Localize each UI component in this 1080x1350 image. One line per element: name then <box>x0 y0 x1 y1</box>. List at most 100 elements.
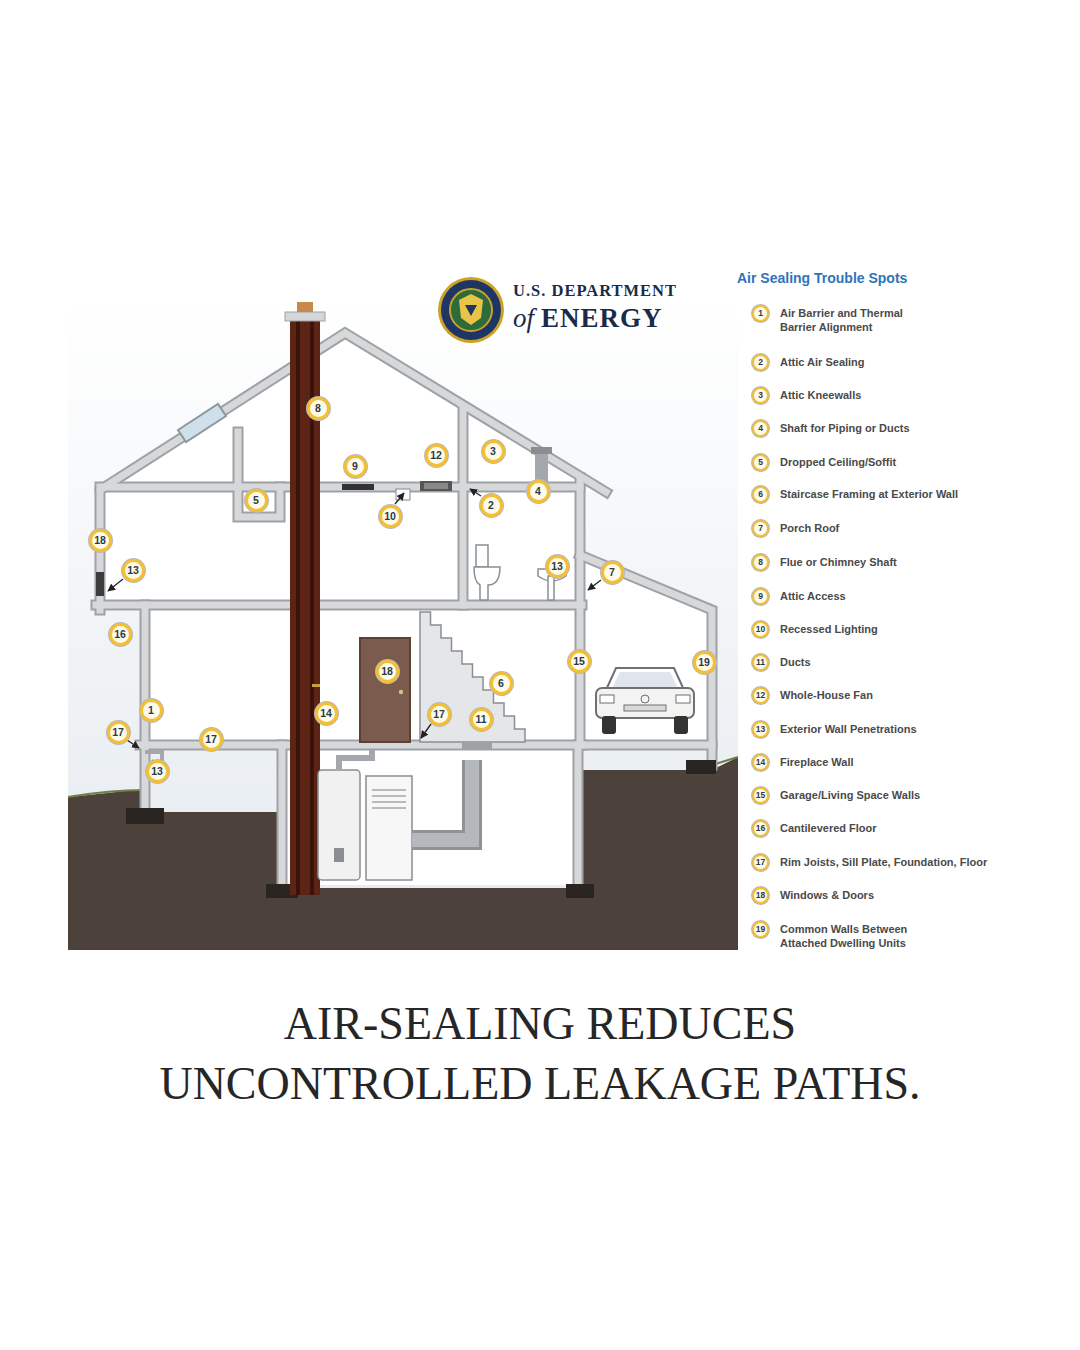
doe-seal-part <box>450 289 492 331</box>
callout-circle: 13 <box>122 559 145 582</box>
callout-number: 2 <box>752 354 769 371</box>
left-window-part <box>96 572 104 596</box>
caption-box: AIR-SEALING REDUCES UNCONTROLLED LEAKAGE… <box>100 994 980 1114</box>
callout-circle: 7 <box>601 561 624 584</box>
callout-number: 19 <box>752 921 769 938</box>
basement-equipment-part <box>462 742 492 749</box>
legend-item: 8Flue or Chimney Shaft <box>752 554 1070 571</box>
legend-item: 1Air Barrier and Thermal Barrier Alignme… <box>752 305 932 334</box>
legend-item: 9Attic Access <box>752 588 1070 605</box>
callout-circle: 17 <box>200 728 223 751</box>
callout-circle: 19 <box>693 651 716 674</box>
callout-number: 18 <box>752 887 769 904</box>
callout-circle: 15 <box>568 650 591 673</box>
left-window <box>96 572 104 596</box>
doe-seal-part <box>441 280 501 340</box>
chimney-part <box>312 684 320 687</box>
agency-name: of <box>513 303 534 333</box>
garage-car-part <box>624 705 666 711</box>
callout-circle: 11 <box>470 708 493 731</box>
walls <box>96 333 712 888</box>
callout-number: 13 <box>151 765 163 777</box>
chimney-part <box>285 312 325 321</box>
callout-number: 2 <box>488 499 494 511</box>
garage-car-part <box>600 695 614 703</box>
doe-seal-part <box>459 294 483 325</box>
agency-name: U.S. DEPARTMENT <box>513 281 677 300</box>
basement-equipment-part <box>412 760 472 840</box>
skylight-part <box>178 404 226 442</box>
callout-circle: 17 <box>428 703 451 726</box>
leader-arrows-part <box>127 740 139 748</box>
callout-circle: 13 <box>546 555 569 578</box>
legend-item: 11Ducts <box>752 654 1070 671</box>
chimney-part <box>297 302 313 312</box>
callout-number: 18 <box>94 534 106 546</box>
bathroom-part <box>476 545 488 567</box>
legend-item: 6 Staircase Framing at Exterior Wall <box>752 486 1070 503</box>
leader-arrows-part <box>395 493 404 504</box>
legend-item: 5Dropped Ceiling/Soffit <box>752 454 1070 471</box>
garage-car-part <box>641 695 649 703</box>
legend-description: Porch Roof <box>780 520 1070 535</box>
legend-description: Attic Access <box>780 588 1070 603</box>
door-part <box>399 690 403 694</box>
legend-description: Shaft for Piping or Ducts <box>780 420 1070 435</box>
callout-number: 5 <box>253 494 259 506</box>
attic-fixtures-part <box>342 484 374 490</box>
legend-description: Ducts <box>780 654 1070 669</box>
door <box>360 638 410 742</box>
ground-part <box>68 757 738 950</box>
basement-equipment-part <box>366 776 412 880</box>
callout-number: 4 <box>535 485 541 497</box>
footings-part <box>126 808 164 824</box>
attic-fixtures-part <box>531 447 552 454</box>
legend-description: Staircase Framing at Exterior Wall <box>780 486 1070 501</box>
legend-heading: Air Sealing Trouble Spots <box>737 270 907 286</box>
doe-seal <box>438 277 504 343</box>
walls-part <box>96 333 712 888</box>
callout-number: 10 <box>752 621 769 638</box>
callout-circle: 4 <box>527 480 550 503</box>
callout-circle: 2 <box>480 494 503 517</box>
legend-description: Air Barrier and Thermal Barrier Alignmen… <box>780 305 932 334</box>
attic-fixtures-part <box>420 481 452 491</box>
legend-description: Garage/Living Space Walls <box>780 787 1070 802</box>
callout-number: 16 <box>114 628 126 640</box>
callout-circle: 9 <box>344 455 367 478</box>
garage-car-part <box>676 695 690 703</box>
garage-car-part <box>674 716 688 734</box>
legend-item: 12Whole-House Fan <box>752 687 1070 704</box>
footings-part <box>566 884 594 898</box>
callout-number: 4 <box>752 420 769 437</box>
callout-number: 12 <box>752 687 769 704</box>
agency-name: ENERGY <box>541 303 663 333</box>
callout-number: 13 <box>752 721 769 738</box>
callout-number: 6 <box>498 677 504 689</box>
callout-number: 5 <box>752 454 769 471</box>
garage-car <box>596 668 694 734</box>
legend-item: 15 Garage/Living Space Walls <box>752 787 1070 804</box>
legend-description: Attic Air Sealing <box>780 354 1070 369</box>
callout-number: 14 <box>320 707 332 719</box>
sky <box>68 300 738 950</box>
callout-number: 15 <box>752 787 769 804</box>
bathroom-part <box>474 567 500 600</box>
basement-equipment-part <box>339 750 372 770</box>
skylight <box>178 404 226 442</box>
legend-item: 18Windows & Doors <box>752 887 1070 904</box>
basement-equipment <box>318 742 492 880</box>
legend-item: 3Attic Kneewalls <box>752 387 1070 404</box>
callout-number: 9 <box>352 460 358 472</box>
callout-circle: 18 <box>376 660 399 683</box>
callout-circle: 16 <box>109 623 132 646</box>
legend-item: 13Exterior Wall Penetrations <box>752 721 1070 738</box>
callout-number: 8 <box>315 402 321 414</box>
callout-number: 6 <box>752 486 769 503</box>
legend-item: 10Recessed Lighting <box>752 621 1070 638</box>
bathroom-part <box>548 576 554 600</box>
chimney-part <box>290 320 320 895</box>
agency-name-box: ENERGY <box>541 303 663 334</box>
